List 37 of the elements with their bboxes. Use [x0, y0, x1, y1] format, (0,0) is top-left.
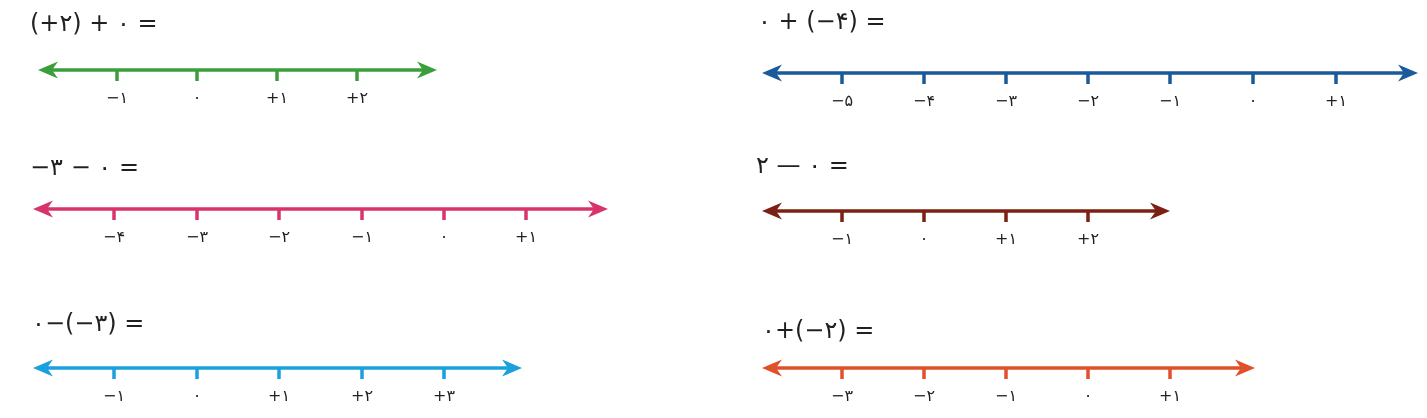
- tick-label: −۵: [831, 91, 853, 111]
- tick-label: +۲: [1077, 229, 1099, 249]
- tick-label: ۰: [1248, 91, 1258, 111]
- tick-label: ۰: [192, 88, 202, 108]
- expression: ۲ — ۰ =: [756, 150, 849, 180]
- expression: ۰+(−۲) =: [762, 315, 875, 345]
- tick-label: ۰: [919, 229, 929, 249]
- tick-label: −۲: [913, 386, 935, 406]
- tick-label: −۱: [106, 88, 128, 108]
- tick-label: +۱: [1159, 386, 1181, 406]
- tick-label: −۲: [1077, 91, 1099, 111]
- tick-label: ۰: [439, 227, 449, 247]
- tick-label: −۳: [831, 386, 853, 406]
- tick-label: ۰: [1083, 386, 1093, 406]
- tick-label: −۱: [1159, 91, 1181, 111]
- tick-label: −۱: [351, 227, 373, 247]
- expression: ۰−(−۳) =: [32, 308, 145, 338]
- tick-label: +۱: [515, 227, 537, 247]
- tick-label: +۱: [995, 229, 1017, 249]
- tick-label: −۱: [995, 386, 1017, 406]
- tick-label: +۲: [346, 88, 368, 108]
- expression: (+۲) + ۰ =: [30, 8, 158, 38]
- tick-label: +۳: [433, 386, 455, 406]
- tick-label: −۱: [831, 229, 853, 249]
- tick-label: ۰: [192, 386, 202, 406]
- tick-label: +۲: [351, 386, 373, 406]
- tick-label: −۳: [186, 227, 208, 247]
- expression: −۳ − ۰ =: [30, 152, 139, 182]
- tick-label: −۱: [103, 386, 125, 406]
- tick-label: −۲: [268, 227, 290, 247]
- tick-label: +۱: [266, 88, 288, 108]
- tick-label: +۱: [1325, 91, 1347, 111]
- tick-label: +۱: [268, 386, 290, 406]
- expression: ۰ + (−۴) =: [758, 6, 886, 36]
- tick-label: −۴: [103, 227, 125, 247]
- tick-label: −۳: [995, 91, 1017, 111]
- tick-label: −۴: [913, 91, 935, 111]
